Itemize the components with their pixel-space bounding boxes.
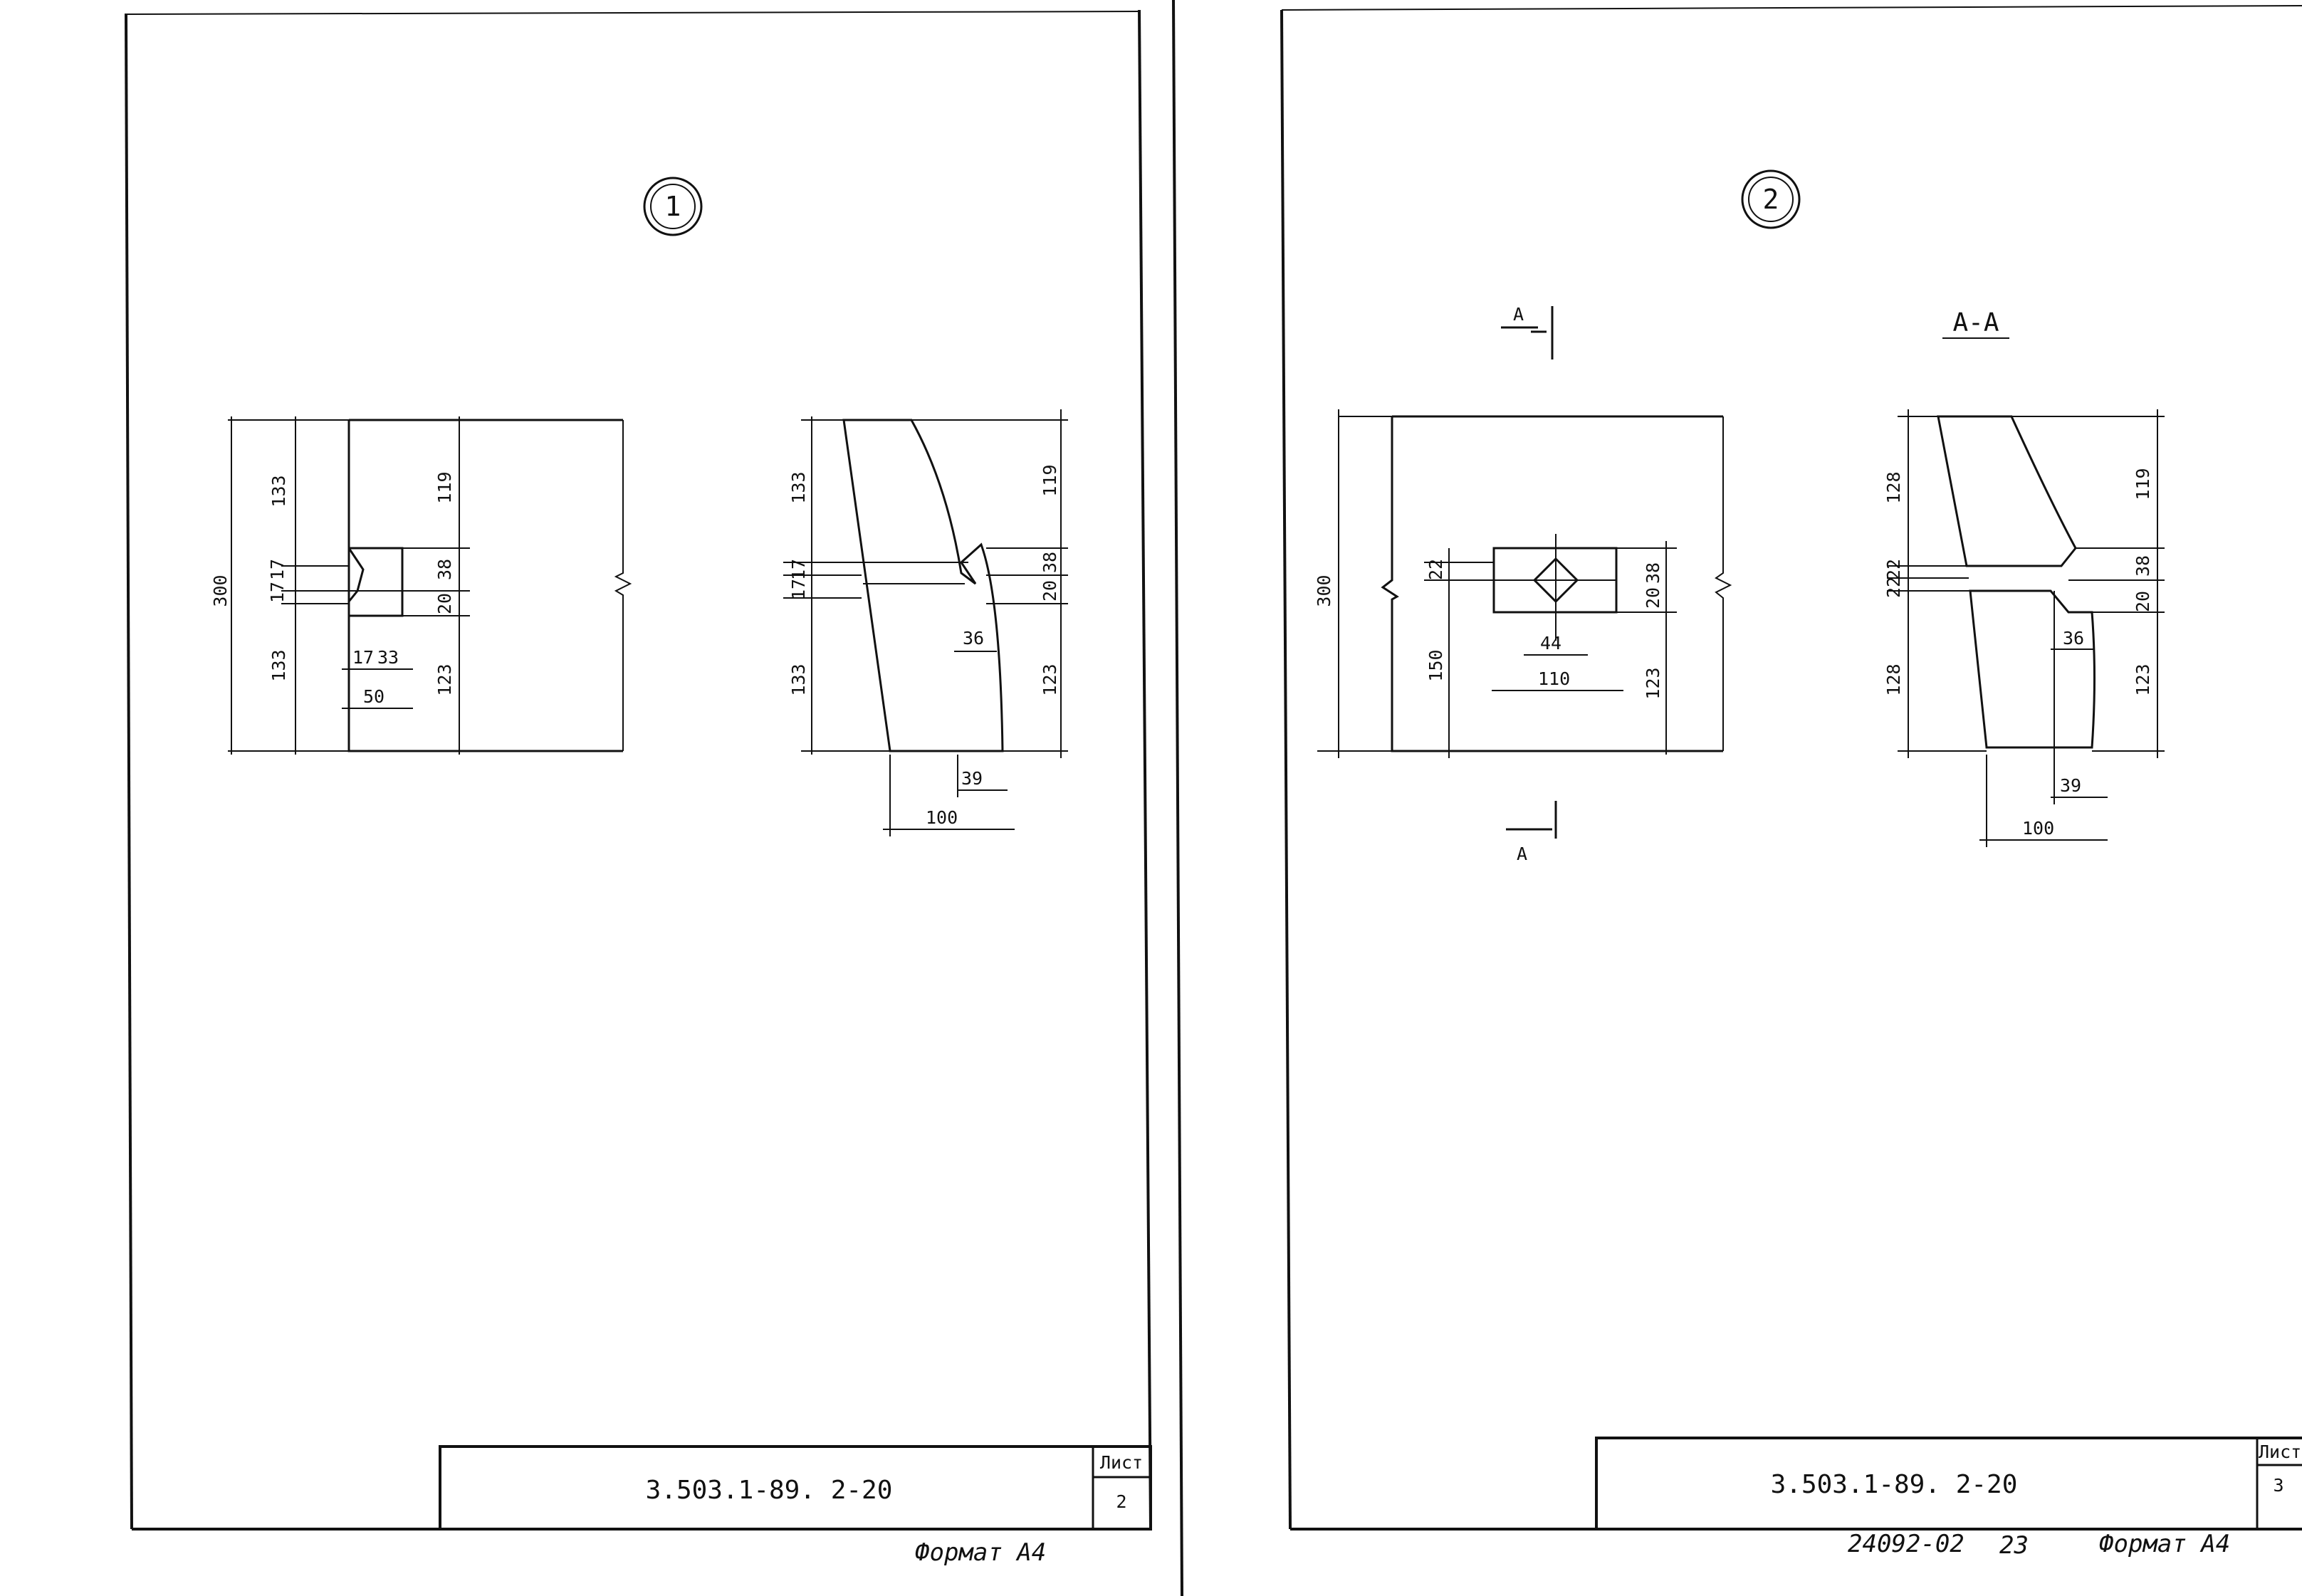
detail-marker-2: 2 bbox=[1741, 169, 1801, 229]
dim-slot-top: 17 bbox=[267, 559, 288, 580]
section-mark-bottom: А bbox=[1506, 801, 1557, 864]
sheet-number: 2 bbox=[1116, 1491, 1126, 1512]
dim-hole-inner: 44 bbox=[1540, 633, 1561, 653]
left-sheet-right-border bbox=[1138, 9, 1152, 1530]
dim-slot-w1: 17 bbox=[352, 647, 374, 668]
sheet-label: Лист bbox=[1100, 1452, 1143, 1473]
dim-right-slot: 38 bbox=[434, 559, 455, 580]
dim-section-top: 128 bbox=[1883, 471, 1904, 503]
dim-right-mid: 20 bbox=[1643, 587, 1663, 609]
dim-profile-right-top: 119 bbox=[1040, 464, 1060, 496]
section-mark-top: А bbox=[1501, 304, 1554, 359]
dim-right-slot: 38 bbox=[1643, 562, 1663, 584]
dim-section-right-bottom: 123 bbox=[2133, 663, 2153, 695]
dim-profile-right-mid: 20 bbox=[1040, 580, 1060, 602]
dim-slot-bottom: 17 bbox=[267, 582, 288, 603]
title-code: 3.503.1-89. 2-20 bbox=[646, 1476, 893, 1505]
dim-profile-right-slot: 38 bbox=[1040, 552, 1060, 573]
dim-lower: 150 bbox=[1425, 649, 1446, 681]
title-code: 3.503.1-89. 2-20 bbox=[1771, 1470, 2018, 1499]
dim-overall: 300 bbox=[1314, 574, 1334, 607]
dim-right-bottom: 123 bbox=[434, 663, 455, 695]
right-sheet: 2 А А А-А bbox=[1280, 5, 2302, 1560]
dim-hole-width: 110 bbox=[1538, 668, 1570, 689]
dim-section-right-mid: 20 bbox=[2133, 591, 2153, 612]
format-label: Формат А4 bbox=[2099, 1530, 2230, 1558]
dim-profile-bottom: 133 bbox=[788, 663, 809, 695]
detail-number: 2 bbox=[1763, 184, 1779, 215]
dim-section-slot2: 22 bbox=[1883, 577, 1904, 598]
archive-number: 24092-02 bbox=[1848, 1530, 1964, 1558]
section-letter-bottom: А bbox=[1517, 844, 1527, 864]
dim-section-slot1: 22 bbox=[1883, 559, 1904, 580]
dim-section-base-inner: 39 bbox=[2060, 775, 2081, 796]
dim-profile-right-bottom: 123 bbox=[1040, 663, 1060, 695]
title-block-left: 3.503.1-89. 2-20 Лист 2 bbox=[439, 1445, 1152, 1531]
dim-profile-base: 100 bbox=[926, 807, 958, 828]
detail-number: 1 bbox=[665, 191, 681, 222]
right-sheet-top-border bbox=[1281, 5, 2302, 11]
section-title: А-А bbox=[1952, 308, 1999, 337]
dim-overall: 300 bbox=[210, 574, 231, 607]
dim-section-bottom: 128 bbox=[1883, 663, 1904, 695]
front-view-1: 300 133 133 17 17 17 33 50 119 38 20 123 bbox=[210, 416, 632, 755]
dim-hole-height: 22 bbox=[1425, 559, 1446, 580]
dim-profile-base-inner: 39 bbox=[961, 768, 983, 789]
profile-view-1: 133 17 17 133 36 119 38 20 123 39 100 bbox=[783, 409, 1068, 836]
front-view-2: 300 150 22 44 110 38 20 123 bbox=[1314, 409, 1732, 758]
dim-profile-top: 133 bbox=[788, 471, 809, 503]
sheet-label: Лист bbox=[2259, 1442, 2301, 1462]
title-block-right: 3.503.1-89. 2-20 Лист 3 bbox=[1595, 1437, 2302, 1531]
dim-profile-slot1: 17 bbox=[788, 559, 809, 580]
sheet-separator-line bbox=[1172, 0, 1183, 1596]
detail-marker-1: 1 bbox=[643, 177, 703, 236]
dim-right-mid: 20 bbox=[434, 593, 455, 614]
dim-slot-w2: 33 bbox=[377, 647, 399, 668]
dim-section-right-top: 119 bbox=[2133, 468, 2153, 500]
dim-section-base: 100 bbox=[2022, 818, 2054, 839]
left-sheet-top-border bbox=[124, 11, 1140, 15]
dim-profile-notch: 36 bbox=[963, 628, 984, 649]
section-letter-top: А bbox=[1513, 304, 1524, 325]
dim-section-notch: 36 bbox=[2063, 628, 2084, 649]
dim-right-bottom: 123 bbox=[1643, 667, 1663, 699]
dim-lower: 133 bbox=[268, 649, 289, 681]
dim-profile-slot2: 17 bbox=[788, 579, 809, 600]
dim-right-top: 119 bbox=[434, 471, 455, 503]
dim-upper: 133 bbox=[268, 475, 289, 507]
sheet-number: 3 bbox=[2273, 1475, 2283, 1496]
format-label: Формат А4 bbox=[915, 1538, 1046, 1567]
dim-slot-width: 50 bbox=[363, 686, 384, 707]
right-sheet-left-border bbox=[1280, 9, 1292, 1530]
left-sheet: 1 300 133 133 17 17 17 bbox=[124, 0, 1183, 1596]
section-view-2: 128 22 22 128 119 38 20 123 36 39 100 bbox=[1883, 409, 2165, 847]
dim-section-right-slot: 38 bbox=[2133, 555, 2153, 577]
left-sheet-left-border bbox=[125, 14, 133, 1530]
page-number: 23 bbox=[1999, 1531, 2029, 1560]
